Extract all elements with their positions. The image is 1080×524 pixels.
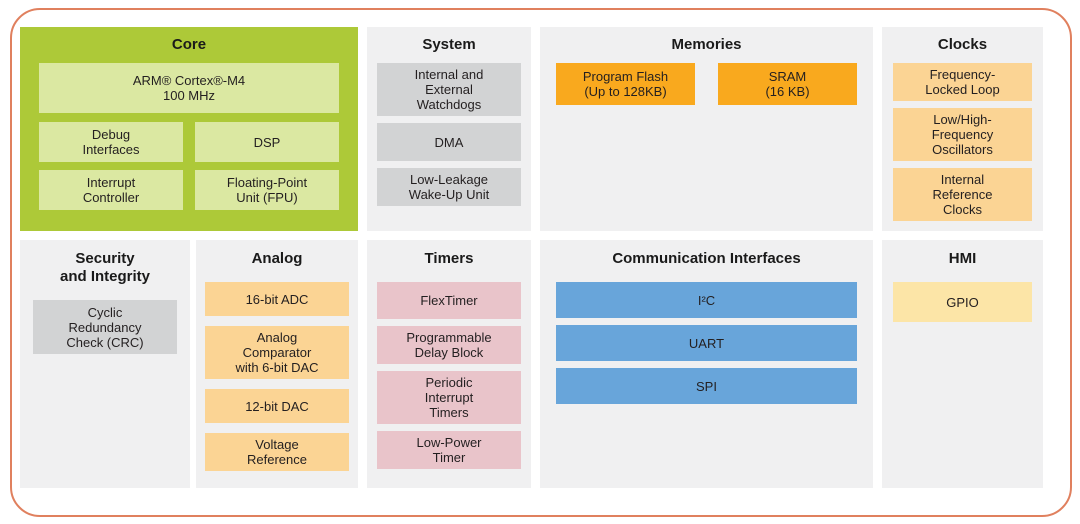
block-interrupt-controller: Interrupt Controller [39,170,183,210]
block-periodic-interrupt-timers: Periodic Interrupt Timers [377,371,521,424]
core-blocks: ARM® Cortex®-M4 100 MHz Debug Interfaces… [20,63,358,210]
outer-border [10,8,1072,517]
block-low-leakage-wake-up-unit: Low-Leakage Wake-Up Unit [377,168,521,206]
analog-blocks: 16-bit ADC Analog Comparator with 6-bit … [196,282,358,471]
panel-analog: Analog 16-bit ADC Analog Comparator with… [196,240,358,488]
hmi-blocks: GPIO [882,282,1043,322]
communication-title: Communication Interfaces [612,250,801,267]
panel-timers: Timers FlexTimer Programmable Delay Bloc… [367,240,531,488]
core-title: Core [171,36,207,53]
memories-grid: Program Flash (Up to 128KB) SRAM (16 KB) [556,63,857,105]
communication-blocks: I²C UART SPI [540,282,873,404]
panel-clocks: Clocks Frequency- Locked Loop Low/High- … [882,27,1043,231]
block-low-power-timer: Low-Power Timer [377,431,521,469]
block-programmable-delay-block: Programmable Delay Block [377,326,521,364]
panel-hmi: HMI GPIO [882,240,1043,488]
system-title: System [422,36,476,53]
memories-blocks: Program Flash (Up to 128KB) SRAM (16 KB) [540,63,873,105]
security-blocks: Cyclic Redundancy Check (CRC) [20,300,190,354]
memories-title: Memories [671,36,742,53]
block-internal-reference-clocks: Internal Reference Clocks [893,168,1032,221]
block-dma: DMA [377,123,521,161]
block-dsp: DSP [195,122,339,162]
hmi-title: HMI [948,250,977,267]
panel-system: System Internal and External Watchdogs D… [367,27,531,231]
core-grid: Debug Interfaces DSP Interrupt Controlle… [39,122,339,210]
block-crc: Cyclic Redundancy Check (CRC) [33,300,177,354]
clocks-title: Clocks [937,36,988,53]
analog-title: Analog [251,250,303,267]
block-analog-comparator: Analog Comparator with 6-bit DAC [205,326,349,379]
block-debug-interfaces: Debug Interfaces [39,122,183,162]
block-sram: SRAM (16 KB) [718,63,857,105]
timers-blocks: FlexTimer Programmable Delay Block Perio… [367,282,531,469]
block-arm-cortex-m4: ARM® Cortex®-M4 100 MHz [39,63,339,113]
timers-title: Timers [424,250,474,267]
block-watchdogs: Internal and External Watchdogs [377,63,521,116]
block-i2c: I²C [556,282,857,318]
block-12-bit-dac: 12-bit DAC [205,389,349,423]
security-title: Security and Integrity [59,250,150,285]
panel-communication-interfaces: Communication Interfaces I²C UART SPI [540,240,873,488]
block-voltage-reference: Voltage Reference [205,433,349,471]
block-flextimer: FlexTimer [377,282,521,319]
panel-memories: Memories Program Flash (Up to 128KB) SRA… [540,27,873,231]
clocks-blocks: Frequency- Locked Loop Low/High- Frequen… [882,63,1043,221]
system-blocks: Internal and External Watchdogs DMA Low-… [367,63,531,206]
block-program-flash: Program Flash (Up to 128KB) [556,63,695,105]
block-gpio: GPIO [893,282,1032,322]
block-spi: SPI [556,368,857,404]
block-floating-point-unit: Floating-Point Unit (FPU) [195,170,339,210]
block-uart: UART [556,325,857,361]
panel-core: Core ARM® Cortex®-M4 100 MHz Debug Inter… [20,27,358,231]
block-frequency-locked-loop: Frequency- Locked Loop [893,63,1032,101]
block-16-bit-adc: 16-bit ADC [205,282,349,316]
block-oscillators: Low/High- Frequency Oscillators [893,108,1032,161]
panel-security-and-integrity: Security and Integrity Cyclic Redundancy… [20,240,190,488]
